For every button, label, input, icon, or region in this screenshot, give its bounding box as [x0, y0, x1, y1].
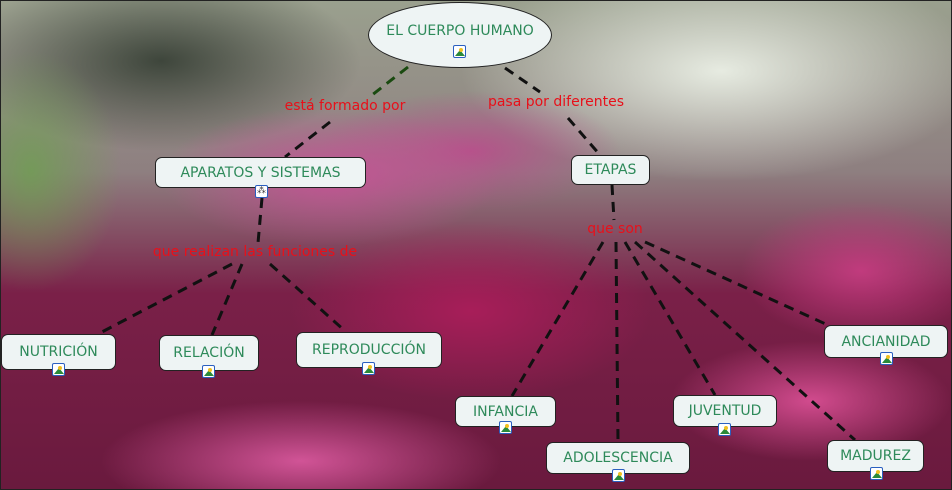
concept-label: ADOLESCENCIA: [563, 450, 673, 466]
concept-label: REPRODUCCIÓN: [312, 342, 426, 358]
link-line: [256, 197, 264, 244]
concept-juventud[interactable]: JUVENTUD: [673, 395, 777, 427]
link-line: [99, 262, 233, 335]
linking-phrase-pasa[interactable]: pasa por diferentes: [487, 94, 625, 110]
concept-madurez[interactable]: MADUREZ: [827, 440, 924, 472]
image-icon[interactable]: [52, 363, 65, 376]
linking-phrase-formado[interactable]: está formado por: [284, 98, 406, 114]
concept-label: RELACIÓN: [173, 345, 245, 361]
link-line: [633, 240, 857, 442]
concept-label: EL CUERPO HUMANO: [386, 23, 534, 39]
image-icon[interactable]: [870, 467, 883, 480]
image-icon[interactable]: [718, 423, 731, 436]
concept-label: INFANCIA: [473, 403, 538, 420]
link-line: [566, 117, 602, 156]
link-line: [623, 241, 717, 396]
link-line: [610, 184, 616, 221]
concept-label: MADUREZ: [840, 448, 911, 464]
link-line: [504, 66, 541, 94]
link-line: [284, 120, 331, 159]
image-icon[interactable]: [880, 352, 893, 365]
concept-aparatos-y-sistemas[interactable]: APARATOS Y SISTEMAS: [155, 157, 366, 188]
concept-label: ETAPAS: [584, 162, 637, 178]
concept-label: JUVENTUD: [688, 403, 762, 419]
concept-label: NUTRICIÓN: [19, 344, 98, 360]
linking-phrase-funciones[interactable]: que realizan las funciones de: [152, 244, 358, 260]
concept-etapas[interactable]: ETAPAS: [571, 155, 650, 185]
linking-phrase-que-son[interactable]: que son: [587, 221, 643, 237]
concept-map-icon[interactable]: ⁂: [255, 185, 268, 198]
link-line: [371, 65, 409, 97]
image-icon[interactable]: [202, 365, 215, 378]
link-line: [644, 240, 831, 328]
concept-el-cuerpo-humano[interactable]: EL CUERPO HUMANO: [368, 2, 552, 68]
image-icon[interactable]: [499, 421, 512, 434]
image-icon[interactable]: [362, 362, 375, 375]
image-icon[interactable]: [612, 469, 625, 482]
concept-label: ANCIANIDAD: [841, 333, 931, 350]
concept-adolescencia[interactable]: ADOLESCENCIA: [546, 442, 690, 474]
link-line: [510, 241, 605, 397]
link-line: [269, 262, 346, 333]
link-line: [210, 263, 244, 336]
concept-label: APARATOS Y SISTEMAS: [180, 164, 341, 181]
image-icon[interactable]: [453, 45, 466, 58]
link-line: [614, 241, 620, 443]
